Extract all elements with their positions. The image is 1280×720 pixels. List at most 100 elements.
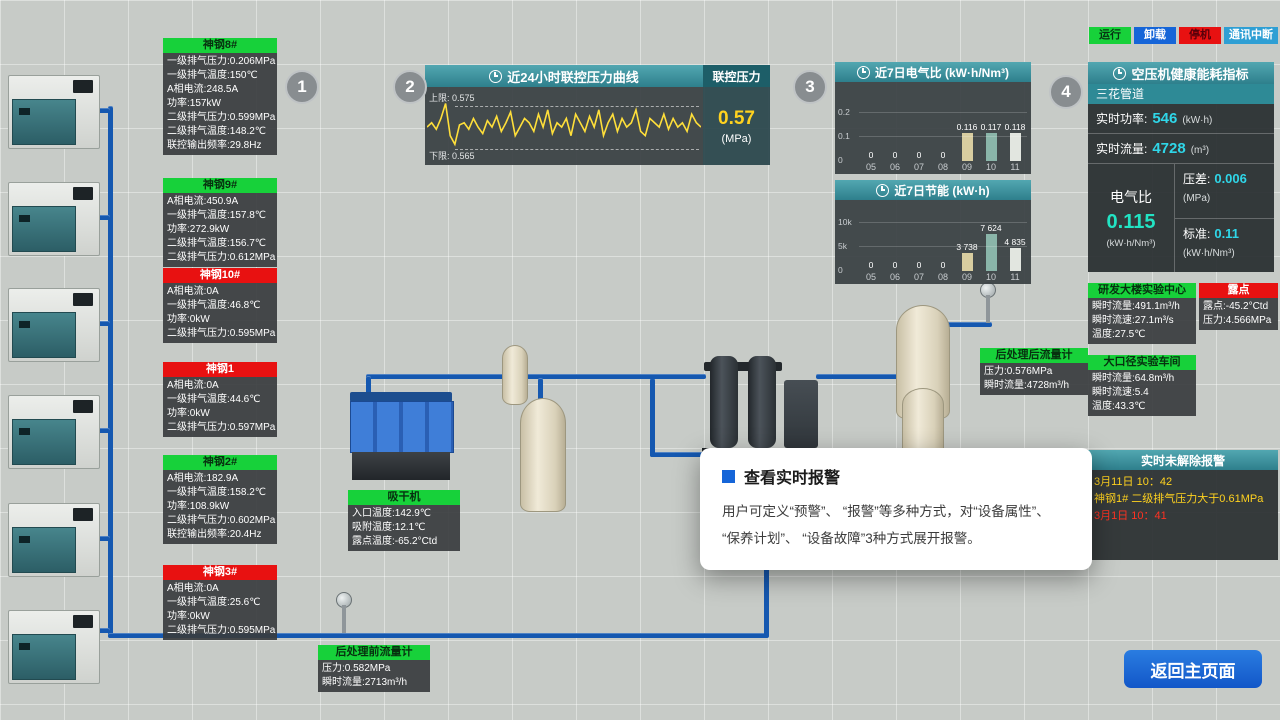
compressor-unit [8, 182, 100, 256]
return-home-button[interactable]: 返回主页面 [1124, 650, 1262, 688]
metric-row: 压力:4.566MPa [1203, 315, 1272, 326]
metric-row: 温度:27.5℃ [1092, 329, 1146, 340]
linked-pressure-value: 0.57 [718, 107, 755, 129]
compressor-name: 神钢9# [163, 178, 277, 193]
compressor-unit [8, 610, 100, 684]
chart-title-bar: 近24小时联控压力曲线 [425, 65, 703, 87]
bullet-square-icon [722, 469, 735, 483]
gauge-icon [1113, 66, 1127, 80]
linked-pressure-value-box: 0.57 (MPa) [703, 87, 770, 165]
metric-row: 瞬时流量:491.1m³/h [1092, 301, 1180, 312]
realtime-flow-row: 实时流量:4728(m³) [1088, 134, 1274, 164]
pipe-dryer-down [650, 378, 655, 457]
metric-row: 二级排气温度:148.2℃ [167, 126, 267, 137]
bar [985, 133, 997, 161]
clock-icon [857, 65, 870, 79]
metric-row: 瞬时流量:64.8m³/h [1092, 373, 1175, 384]
panel-header: 露点 [1199, 283, 1278, 298]
tooltip-title: 查看实时报警 [744, 470, 841, 487]
standard-cell: 标准:0.11 (kW·h/Nm³) [1183, 225, 1239, 259]
alarm-panel-title: 实时未解除报警 [1088, 450, 1278, 470]
metric-row: 吸附温度:12.1℃ [352, 522, 426, 533]
step-badge-4[interactable]: 4 [1049, 75, 1083, 109]
dryer-control-unit [784, 380, 818, 448]
legend-running: 运行 [1089, 27, 1131, 44]
chart-title: 近24小时联控压力曲线 [507, 69, 639, 85]
step-badge-1[interactable]: 1 [285, 70, 319, 104]
linked-pressure-unit: (MPa) [721, 132, 752, 145]
metric-row: 一级排气温度:46.8℃ [167, 300, 261, 311]
air-tank-small [502, 345, 528, 405]
metric-row: 二级排气压力:0.602MPa [167, 515, 276, 526]
tooltip-body: 用户可定义“预警”、 “报警”等多种方式，对“设备属性”、 “保养计划”、 “设… [722, 504, 1050, 546]
realtime-power-row: 实时功率:546(kW·h) [1088, 104, 1274, 134]
metric-row: 二级排气压力:0.612MPa [167, 252, 276, 263]
display-screen [19, 643, 30, 650]
display-screen [19, 215, 30, 222]
pipe-name: 三花管道 [1088, 84, 1274, 104]
upper-limit-line [455, 105, 699, 107]
panel-title: 空压机健康能耗指标 [1131, 66, 1249, 82]
clock-icon [876, 183, 890, 197]
metric-row: A相电流:0A [167, 583, 219, 594]
compressor-name: 神钢10# [163, 268, 277, 283]
metric-row: 一级排气温度:157.8℃ [167, 210, 267, 221]
pipe-stub [94, 536, 110, 541]
pipe-tank-top-h [940, 322, 992, 327]
metric-row: 一级排气温度:44.6℃ [167, 394, 261, 405]
metric-row: 瞬时流量:2713m³/h [322, 677, 408, 688]
flow-value: 4728 [1152, 140, 1186, 157]
metric-row: 一级排气温度:150℃ [167, 70, 258, 81]
lower-limit-line [455, 148, 699, 150]
bar [1009, 133, 1021, 161]
clock-icon [489, 69, 503, 83]
alarm-entry: 3月1日 10：41 [1094, 510, 1167, 522]
pipe-trunk [108, 106, 113, 638]
vent-panel [73, 615, 93, 628]
step-badge-3[interactable]: 3 [793, 70, 827, 104]
compressor-unit [8, 395, 100, 469]
refrigerated-dryer [350, 392, 454, 484]
metric-row: 露点:-45.2°Ctd [1203, 301, 1269, 312]
ratio-value: 0.115 [1106, 211, 1156, 233]
metric-row: A相电流:182.9A [167, 473, 239, 484]
panel-header: 大口径实验车间 [1088, 355, 1196, 370]
compressor-unit [8, 288, 100, 362]
legend-comm-interrupted: 通讯中断 [1224, 27, 1278, 44]
compressor-unit [8, 503, 100, 577]
metric-row: 一级排气温度:25.6℃ [167, 597, 261, 608]
compressor-name: 神钢3# [163, 565, 277, 580]
sensor-panel-dewpoint: 露点 露点:-45.2°Ctd 压力:4.566MPa [1199, 283, 1278, 330]
metric-row: 功率:0kW [167, 408, 210, 419]
panel-header: 后处理后流量计 [980, 348, 1088, 363]
step-badge-2[interactable]: 2 [393, 70, 427, 104]
linked-pressure-label: 联控压力 [703, 65, 770, 87]
pressure-trend-panel: 近24小时联控压力曲线 联控压力 上限: 0.575 下限: 0.565 0.5… [425, 65, 770, 165]
vent-panel [73, 187, 93, 200]
pipe-stub [94, 215, 110, 220]
display-screen [19, 536, 30, 543]
pipe-tank-stub [538, 378, 543, 402]
metric-row: 瞬时流速:27.1m³/s [1092, 315, 1174, 326]
metric-row: 联控输出频率:29.8Hz [167, 140, 262, 151]
vent-panel [73, 80, 93, 93]
metric-row: A相电流:248.5A [167, 84, 239, 95]
air-tank-large [520, 398, 566, 512]
